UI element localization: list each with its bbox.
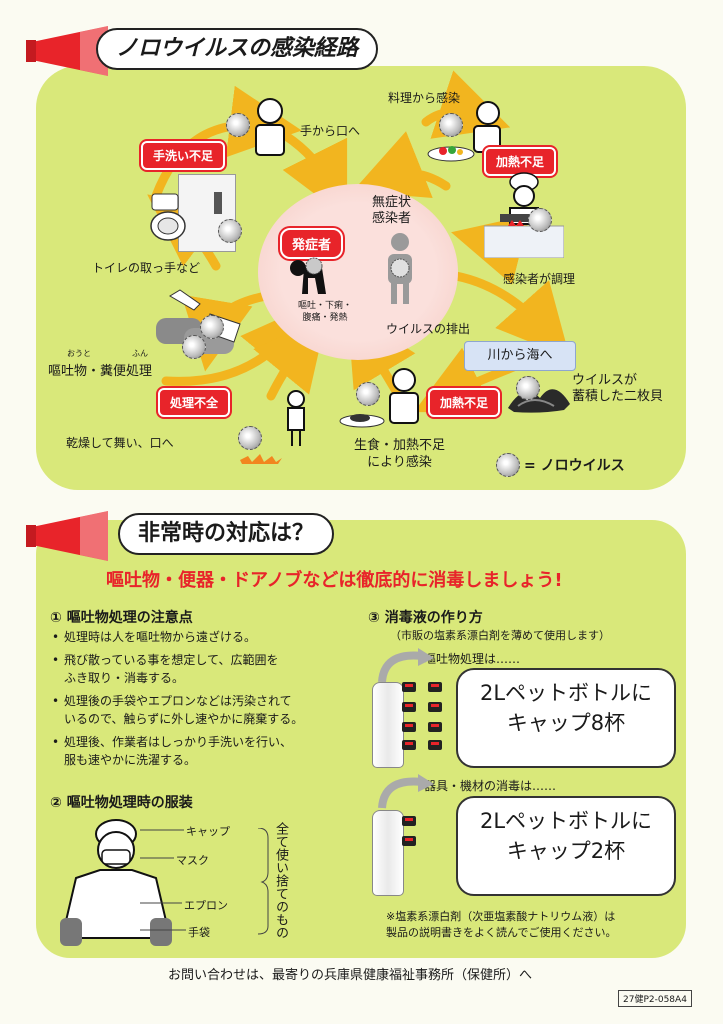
burst-heating-top: 加熱不足 xyxy=(484,147,557,176)
caps-8 xyxy=(402,682,462,752)
virus-icon xyxy=(516,376,540,400)
ruby-vomit: おうと xyxy=(67,349,91,358)
person-walking-icon xyxy=(287,390,305,446)
burst-symptomatic: 発症者 xyxy=(280,228,344,259)
equipment-callout-line2: キャップ2杯 xyxy=(506,839,626,863)
vomit-treatment-label: 嘔吐物処理は…… xyxy=(424,652,521,666)
label-shellfish: ウイルスが 蓄積した二枚貝 xyxy=(572,373,664,404)
virus-icon xyxy=(226,113,250,137)
shellfish-plate-icon xyxy=(339,414,385,428)
solution-sub: （市販の塩素系漂白剤を薄めて使用します） xyxy=(390,629,610,642)
virus-icon xyxy=(528,208,552,232)
disinfect-headline: 嘔吐物・便器・ドアノブなどは徹底的に消毒しましょう! xyxy=(106,570,563,591)
pour-arrow-icon xyxy=(378,648,434,683)
note-item: 処理後、作業者はしっかり手洗いを行い、 服も速やかに洗濯する。 xyxy=(52,733,352,769)
label-raw-food: 生食・加熱不足 により感染 xyxy=(354,438,446,470)
legend-virus-icon xyxy=(496,453,520,477)
document-code: 27健P2-058A4 xyxy=(618,990,692,1007)
food-plate-icon xyxy=(427,146,475,162)
sick-person-icon xyxy=(290,257,326,294)
arrow-cook-top xyxy=(421,70,511,139)
label-virus-excretion: ウイルスの排出 xyxy=(386,322,471,336)
virus-icon xyxy=(182,335,206,359)
equipment-callout: 2Lペットボトルに キャップ2杯 xyxy=(456,796,676,896)
virus-icon xyxy=(218,219,242,243)
vomit-callout-line2: キャップ8杯 xyxy=(506,711,626,735)
notes-title: ① 嘔吐物処理の注意点 xyxy=(50,610,193,626)
arrow-hand-to-center xyxy=(281,131,348,219)
virus-icon xyxy=(356,382,380,406)
ruby-feces: ふん xyxy=(132,349,148,358)
vomit-callout: 2Lペットボトルに キャップ8杯 xyxy=(456,668,676,768)
bottle-icon xyxy=(372,682,404,768)
contact-info: お問い合わせは、最寄りの兵庫県健康福祉事務所（保健所）へ xyxy=(168,968,533,983)
clothing-leader-lines xyxy=(140,828,269,935)
virus-icon xyxy=(200,315,224,339)
label-symptoms: 嘔吐・下痢・ 腹痛・発熱 xyxy=(298,301,353,323)
legend-text: = ノロウイルス xyxy=(524,458,625,474)
asymptomatic-person-icon xyxy=(388,233,412,304)
label-airborne: 乾燥して舞い、口へ xyxy=(66,436,174,450)
megaphone-icon xyxy=(26,511,108,561)
label-toilet: トイレの取っ手など xyxy=(92,261,201,275)
bottle-icon xyxy=(372,810,404,896)
note-item: 飛び散っている事を想定して、広範囲を ふき取り・消毒する。 xyxy=(52,651,352,687)
burst-heating-bottom: 加熱不足 xyxy=(428,388,501,417)
clothing-cap: キャップ xyxy=(186,825,230,838)
caps-2 xyxy=(402,810,432,850)
splash-icon xyxy=(240,454,282,464)
solution-title: ③ 消毒液の作り方 xyxy=(368,610,483,626)
arrow-excretion xyxy=(451,271,570,358)
clothing-title: ② 嘔吐物処理時の服装 xyxy=(50,795,193,811)
vomit-callout-line1: 2Lペットボトルに xyxy=(479,681,653,705)
clothing-mask: マスク xyxy=(176,854,209,867)
burst-treatment: 処理不全 xyxy=(158,388,231,417)
arrow-food-to-center xyxy=(352,131,451,199)
toilet-icon xyxy=(150,193,186,241)
note-item: 処理後の手袋やエプロンなどは汚染されて いるので、触らずに外し速やかに廃棄する。 xyxy=(52,692,352,728)
burst-handwash: 手洗い不足 xyxy=(141,141,226,170)
caution-note: ※塩素系漂白剤（次亜塩素酸ナトリウム液）は 製品の説明書きをよく読んでご使用くだ… xyxy=(386,910,617,939)
person-eating-icon xyxy=(473,101,501,153)
toilet-sign-icon xyxy=(214,192,222,214)
disposable-note: 全て使い捨てのもの xyxy=(273,822,288,939)
arrow-air-to-center xyxy=(253,316,327,401)
note-item: 処理時は人を嘔吐物から遠ざける。 xyxy=(52,628,352,646)
pour-arrow-icon xyxy=(378,774,434,809)
section2-title: 非常時の対応は？ xyxy=(118,513,335,555)
river-to-sea-box: 川から海へ xyxy=(464,341,576,371)
label-vomit-feces: 嘔吐物・糞便処理 xyxy=(48,364,153,379)
protective-clothing-icon xyxy=(60,819,172,946)
section1-title: ノロウイルスの感染経路 xyxy=(96,28,379,70)
notes-list: 処理時は人を嘔吐物から遠ざける。 飛び散っている事を想定して、広範囲を ふき取り… xyxy=(52,628,352,774)
label-infected-cook: 感染者が調理 xyxy=(503,272,576,286)
label-asymptomatic: 無症状 感染者 xyxy=(372,195,412,226)
cook-icon xyxy=(484,172,564,258)
clothing-apron: エプロン xyxy=(184,899,228,912)
equipment-callout-line1: 2Lペットボトルに xyxy=(479,809,653,833)
virus-icon xyxy=(238,426,262,450)
person-hand-mouth-icon xyxy=(255,98,285,156)
person-eating-raw-icon xyxy=(389,368,419,424)
equipment-label: 器具・機材の消毒は…… xyxy=(424,779,557,793)
label-from-cooking: 料理から感染 xyxy=(388,91,461,105)
virus-icon xyxy=(439,113,463,137)
label-hand-to-mouth: 手から口へ xyxy=(300,124,361,138)
clothing-gloves: 手袋 xyxy=(188,926,210,939)
